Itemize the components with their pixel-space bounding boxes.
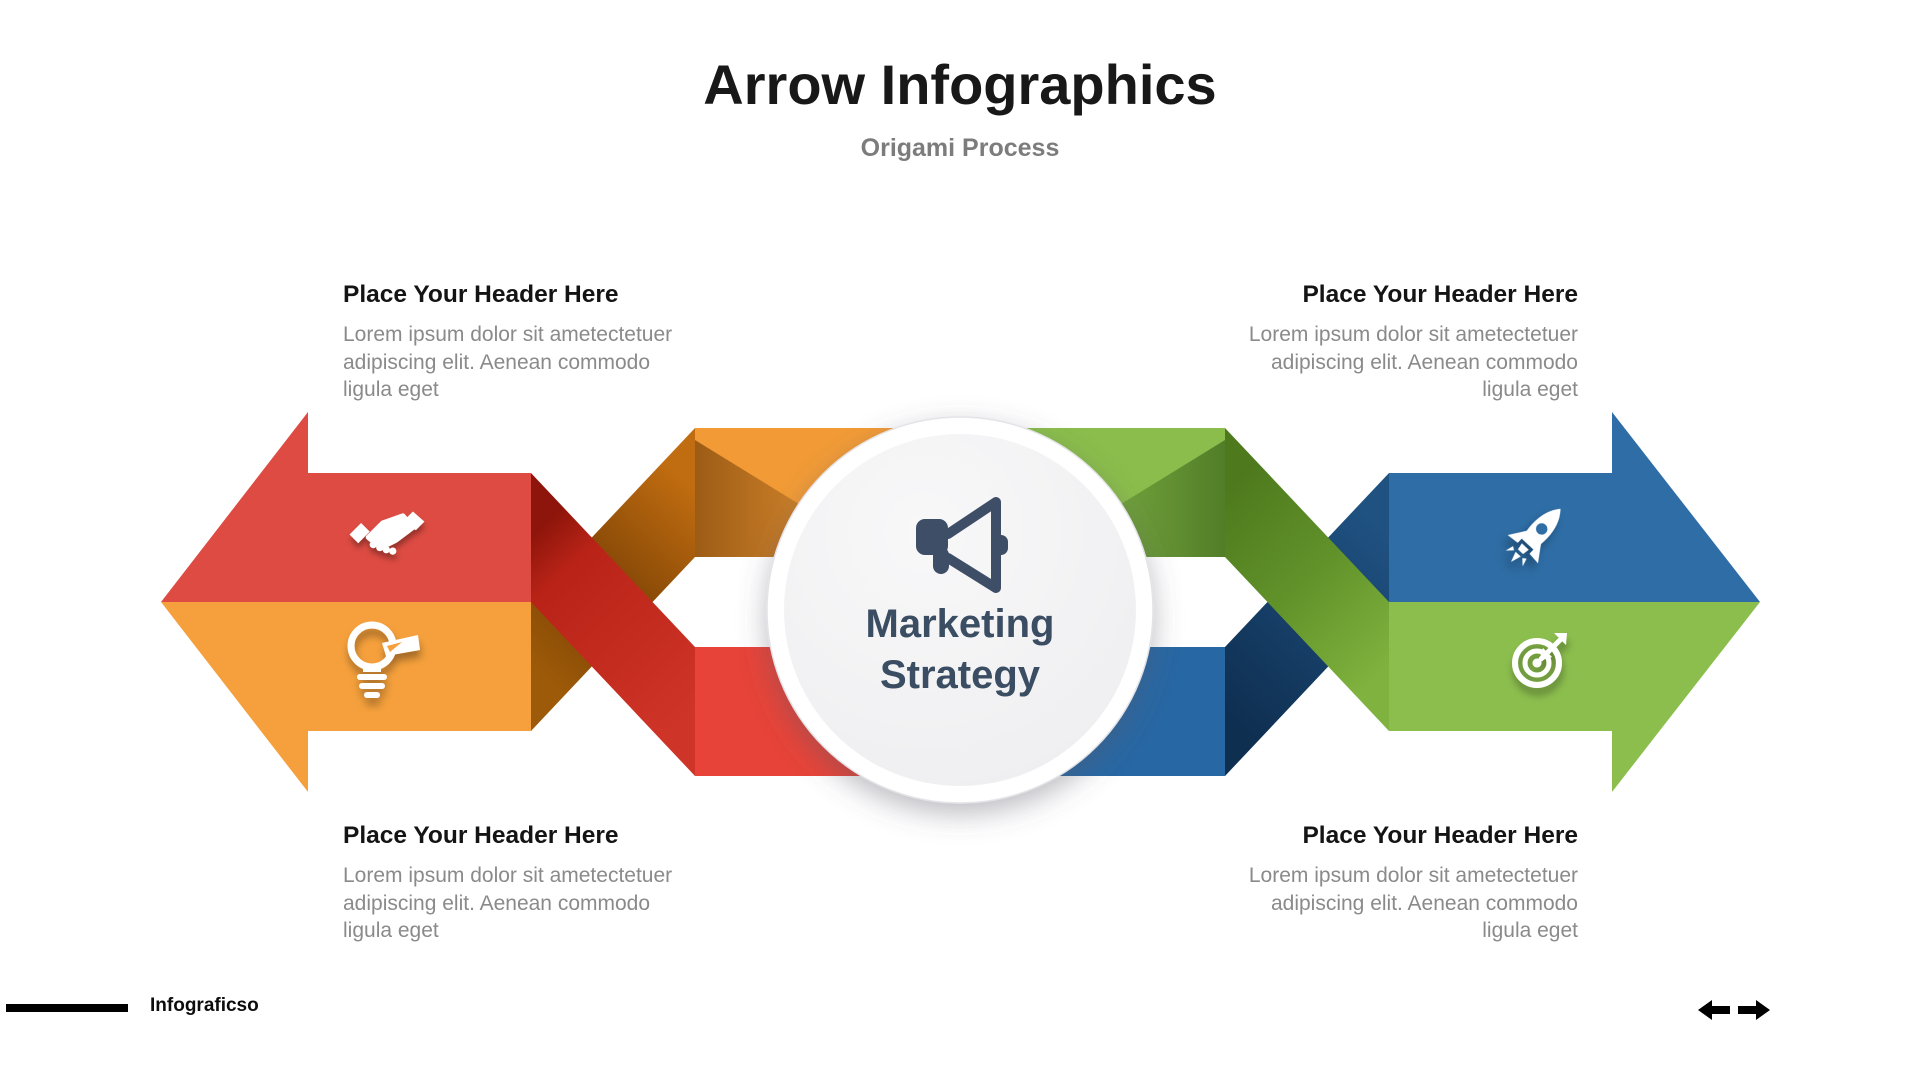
block-body: Lorem ipsum dolor sit ametectetuer adipi… [1248, 864, 1578, 942]
footer-divider-bar [6, 1004, 128, 1012]
slide-navigation [1698, 1000, 1770, 1020]
green-fold-diagonal [1225, 428, 1389, 731]
block-header: Place Your Header Here [343, 822, 619, 849]
red-fold-diagonal [531, 473, 695, 776]
text-block-bottom-right: Place Your Header Here Lorem ipsum dolor… [1178, 822, 1578, 945]
text-block-top-right: Place Your Header Here Lorem ipsum dolor… [1178, 281, 1578, 404]
block-header: Place Your Header Here [1302, 281, 1578, 308]
left-arrow-orange-segment [161, 602, 531, 792]
text-block-bottom-left: Place Your Header Here Lorem ipsum dolor… [343, 822, 743, 945]
right-arrow-blue-segment [1389, 412, 1760, 602]
left-arrow-red-segment [161, 412, 531, 602]
target-icon [1512, 633, 1567, 688]
brand-logo-text: Infograficso [150, 995, 259, 1016]
slide-title: Arrow Infographics [703, 53, 1217, 116]
center-circle-inner [784, 434, 1136, 786]
slide-subtitle: Origami Process [860, 134, 1060, 162]
block-body: Lorem ipsum dolor sit ametectetuer adipi… [1248, 323, 1578, 401]
idea-bulb-icon [347, 621, 420, 698]
right-arrow-green-segment [1389, 602, 1760, 792]
block-body: Lorem ipsum dolor sit ametectetuer adipi… [343, 864, 673, 942]
text-block-top-left: Place Your Header Here Lorem ipsum dolor… [343, 281, 743, 404]
block-header: Place Your Header Here [343, 281, 619, 308]
handshake-icon [349, 511, 425, 555]
block-body: Lorem ipsum dolor sit ametectetuer adipi… [343, 323, 673, 401]
center-circle-label: Marketing Strategy [865, 602, 1055, 697]
previous-slide-arrow-icon[interactable] [1698, 1000, 1730, 1020]
megaphone-icon [916, 497, 1008, 593]
block-header: Place Your Header Here [1302, 822, 1578, 849]
next-slide-arrow-icon[interactable] [1738, 1000, 1770, 1020]
rocket-icon [1505, 508, 1561, 567]
